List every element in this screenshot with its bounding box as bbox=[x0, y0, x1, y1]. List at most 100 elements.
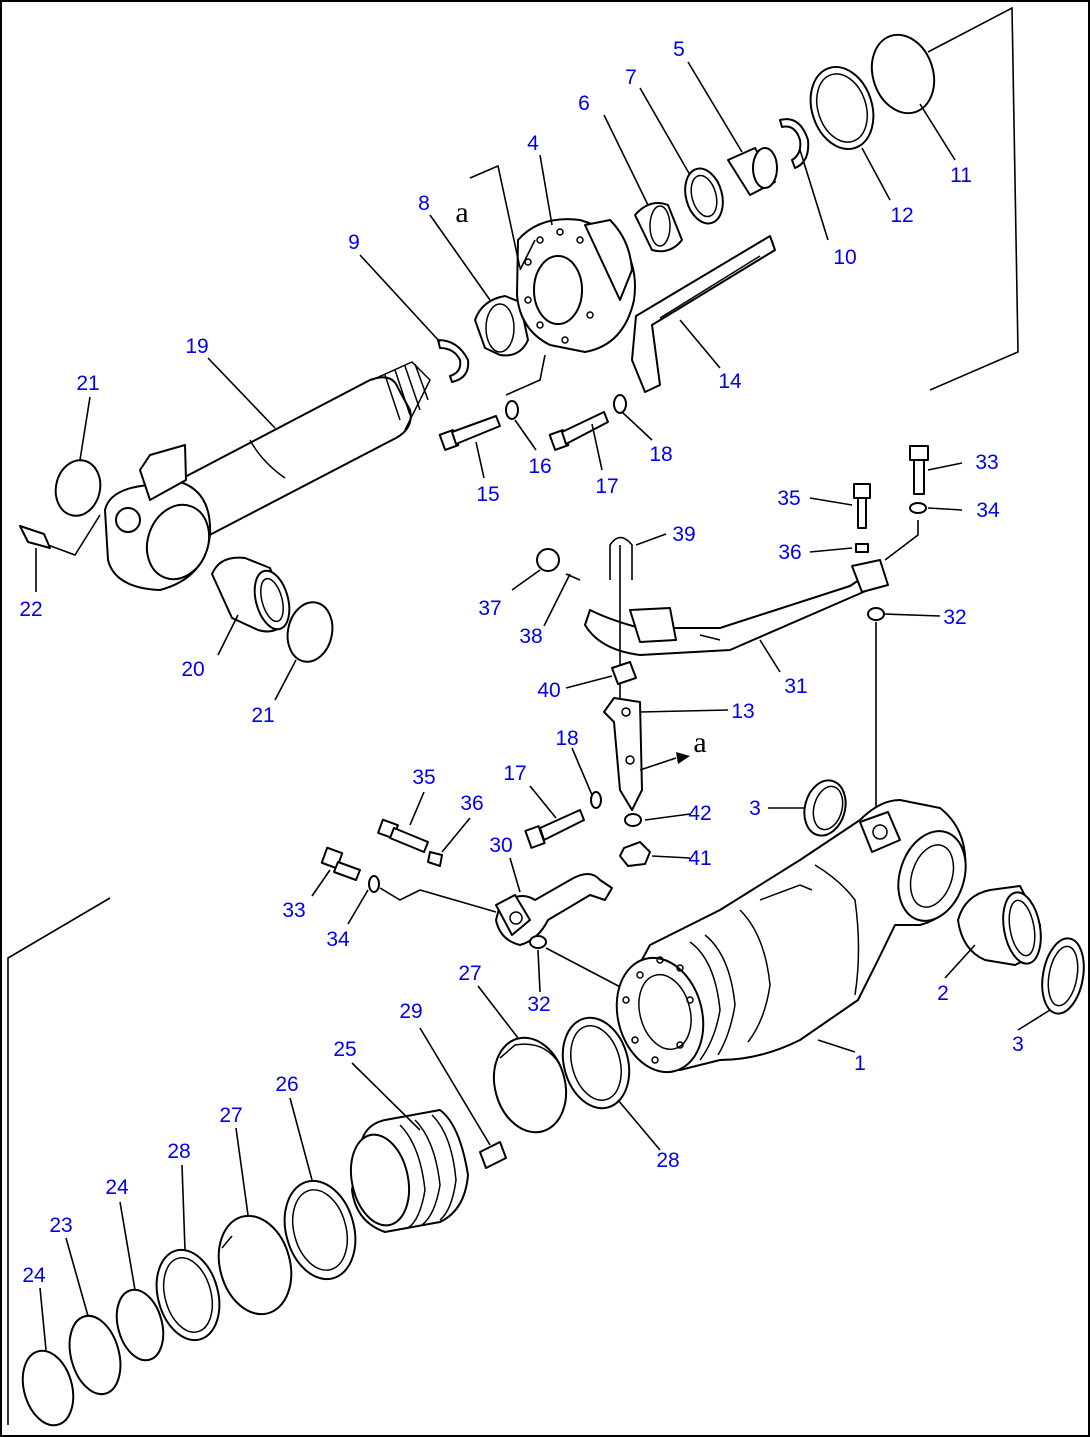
label-7: 7 bbox=[625, 66, 637, 89]
label-34-lower: 34 bbox=[326, 928, 350, 951]
label-39: 39 bbox=[672, 523, 695, 546]
label-32-lower: 32 bbox=[527, 993, 550, 1016]
piston-rod-assembly bbox=[104, 361, 431, 591]
label-19: 19 bbox=[185, 335, 208, 358]
section-frame-lower bbox=[7, 897, 111, 1425]
ring-11 bbox=[870, 33, 936, 115]
label-28-left: 28 bbox=[167, 1140, 190, 1163]
label-6: 6 bbox=[578, 92, 590, 115]
dust-seal-3-upper bbox=[803, 779, 847, 837]
label-3-lower: 3 bbox=[1012, 1033, 1024, 1056]
plate-14 bbox=[631, 235, 776, 393]
cylinder-head-4 bbox=[516, 218, 636, 353]
label-37: 37 bbox=[478, 597, 501, 620]
rod-thread bbox=[371, 361, 431, 431]
bolt-35-lower bbox=[377, 818, 429, 853]
ring-24-right bbox=[115, 1288, 165, 1362]
ring-23 bbox=[68, 1314, 122, 1396]
bushing-2 bbox=[957, 885, 1042, 966]
bolt-17-upper bbox=[548, 411, 609, 451]
label-36-lower: 36 bbox=[460, 792, 483, 815]
tube-31 bbox=[584, 559, 889, 656]
label-31: 31 bbox=[784, 675, 807, 698]
label-18-upper: 18 bbox=[649, 443, 672, 466]
label-32-upper: 32 bbox=[943, 606, 966, 629]
wear-ring-27-upper bbox=[492, 1036, 568, 1134]
label-33-lower: 33 bbox=[282, 899, 305, 922]
wear-ring-27-lower bbox=[217, 1214, 293, 1316]
label-24-lower: 24 bbox=[22, 1264, 46, 1287]
label-21-lower: 21 bbox=[251, 704, 274, 727]
label-34-upper: 34 bbox=[976, 499, 1000, 522]
label-23: 23 bbox=[49, 1214, 72, 1237]
leader-lines bbox=[35, 61, 1051, 1351]
nut-41 bbox=[619, 841, 651, 867]
ring-21-upper bbox=[54, 459, 102, 517]
label-30: 30 bbox=[489, 834, 512, 857]
ring-21-lower bbox=[286, 601, 334, 663]
grease-fitting-22 bbox=[19, 514, 101, 556]
label-15: 15 bbox=[476, 483, 499, 506]
bolt-15 bbox=[438, 415, 501, 451]
label-40: 40 bbox=[537, 679, 560, 702]
label-16: 16 bbox=[528, 455, 551, 478]
washer-18-upper bbox=[613, 394, 627, 414]
washer-34-lower bbox=[368, 875, 380, 893]
washer-38 bbox=[565, 573, 581, 581]
bracket-13 bbox=[603, 697, 643, 811]
snap-ring-9 bbox=[437, 339, 470, 383]
u-bolt-39 bbox=[609, 536, 633, 722]
label-28-right: 28 bbox=[656, 1149, 679, 1172]
washer-16 bbox=[505, 400, 519, 420]
o-ring-32-lower bbox=[529, 935, 547, 949]
spacer-40 bbox=[611, 661, 637, 685]
label-41: 41 bbox=[688, 847, 711, 870]
tube-clamp bbox=[629, 607, 677, 643]
label-27-lower: 27 bbox=[219, 1104, 242, 1127]
label-11: 11 bbox=[950, 164, 972, 187]
label-3-upper: 3 bbox=[749, 797, 761, 820]
washer-36-lower bbox=[427, 851, 443, 867]
label-33-upper: 33 bbox=[975, 451, 998, 474]
label-21-upper: 21 bbox=[76, 372, 99, 395]
label-17-upper: 17 bbox=[595, 475, 618, 498]
washer-42 bbox=[624, 813, 642, 827]
bolt-35-upper bbox=[853, 483, 871, 529]
label-27-upper: 27 bbox=[458, 962, 481, 985]
reference-mark-upper: a bbox=[455, 196, 468, 229]
dust-seal-3-lower bbox=[1041, 937, 1085, 1015]
ring-24-left bbox=[21, 1349, 75, 1427]
label-2: 2 bbox=[937, 982, 949, 1005]
cylinder-tube-1 bbox=[615, 799, 967, 1074]
seal-28-upper bbox=[561, 1016, 631, 1110]
section-frame-upper bbox=[927, 6, 1019, 391]
label-24-upper: 24 bbox=[105, 1176, 129, 1199]
label-42: 42 bbox=[688, 802, 711, 825]
reference-arrow-lower bbox=[639, 752, 690, 771]
label-14: 14 bbox=[718, 370, 742, 393]
set-screw-29 bbox=[479, 1141, 507, 1169]
wear-ring-26 bbox=[283, 1179, 357, 1281]
label-35-upper: 35 bbox=[777, 487, 800, 510]
bolt-37 bbox=[536, 548, 560, 572]
ring-12 bbox=[809, 65, 875, 151]
o-ring-32-upper bbox=[867, 607, 885, 621]
reference-arrow-upper bbox=[469, 164, 546, 396]
bushing-20 bbox=[211, 556, 291, 633]
label-4: 4 bbox=[527, 132, 539, 155]
seal-7 bbox=[684, 167, 724, 225]
label-5: 5 bbox=[673, 38, 685, 61]
label-17-lower: 17 bbox=[503, 762, 526, 785]
label-38: 38 bbox=[519, 625, 542, 648]
washer-18-lower bbox=[590, 791, 602, 809]
part-labels: 1 2 3 3 4 5 6 7 8 9 10 11 12 13 14 15 16… bbox=[19, 38, 1024, 1287]
label-13: 13 bbox=[731, 700, 754, 723]
label-36-upper: 36 bbox=[778, 541, 801, 564]
washer-36-upper bbox=[855, 543, 869, 553]
bolt-33-lower bbox=[320, 846, 361, 881]
label-20: 20 bbox=[181, 658, 204, 681]
label-29: 29 bbox=[399, 1000, 422, 1023]
